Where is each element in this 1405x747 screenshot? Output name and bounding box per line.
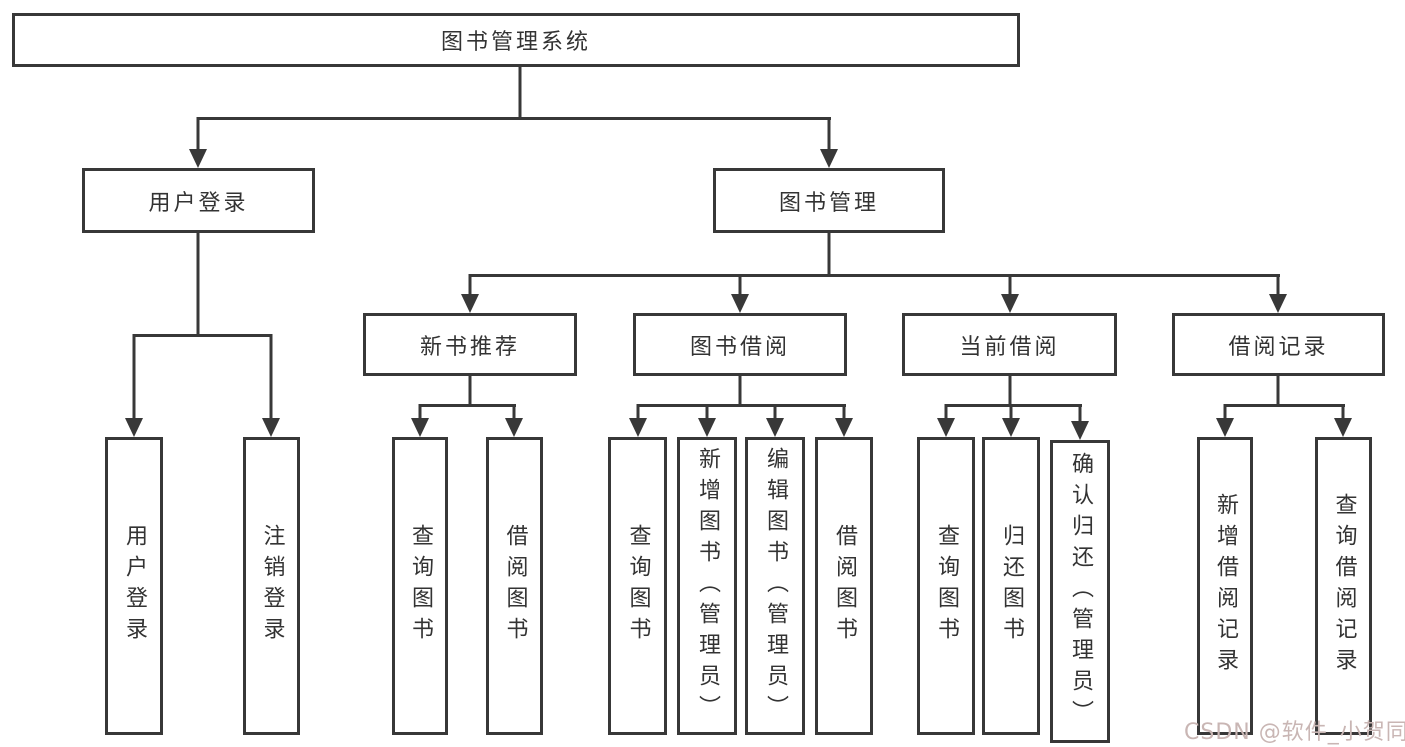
connector-line xyxy=(269,334,273,420)
connector-line xyxy=(468,375,472,406)
connector-line xyxy=(1078,404,1082,424)
arrowhead-icon xyxy=(505,418,523,437)
leaf-label: 编辑图书（管理员） xyxy=(763,446,788,726)
connector-line xyxy=(196,117,200,153)
arrowhead-icon xyxy=(125,418,143,437)
leaf-label: 查询图书 xyxy=(408,524,433,648)
connector-line xyxy=(945,404,1082,407)
arrowhead-icon xyxy=(698,418,716,437)
leaf-node-borrow-books-2: 借阅图书 xyxy=(815,437,873,735)
leaf-label: 查询图书 xyxy=(934,524,959,648)
arrowhead-icon xyxy=(835,418,853,437)
leaf-label: 查询借阅记录 xyxy=(1331,493,1357,679)
connector-line xyxy=(1341,404,1345,421)
connector-line xyxy=(827,230,831,276)
connector-line xyxy=(842,404,846,421)
connector-line xyxy=(512,404,516,421)
node-label: 新书推荐 xyxy=(419,334,520,360)
connector-line xyxy=(827,117,831,153)
node-label: 图书管理 xyxy=(778,190,879,216)
arrowhead-icon xyxy=(1334,418,1352,437)
leaf-label: 归还图书 xyxy=(999,524,1024,648)
leaf-node-add-borrow-record: 新增借阅记录 xyxy=(1197,437,1253,735)
arrowhead-icon xyxy=(937,418,955,437)
connector-line xyxy=(738,274,742,298)
node-borrow-records: 借阅记录 xyxy=(1172,313,1385,376)
node-book-borrow: 图书借阅 xyxy=(633,313,847,376)
connector-line xyxy=(773,404,777,421)
arrowhead-icon xyxy=(461,294,479,313)
connector-line xyxy=(1008,274,1012,298)
connector-line xyxy=(469,274,1280,277)
connector-line xyxy=(468,274,472,298)
connector-line xyxy=(705,404,709,421)
node-label: 当前借阅 xyxy=(959,334,1060,360)
leaf-node-user-login: 用户登录 xyxy=(105,437,163,735)
connector-line xyxy=(944,404,948,421)
leaf-label: 用户登录 xyxy=(122,524,147,648)
leaf-node-return-books: 归还图书 xyxy=(982,437,1040,735)
leaf-label: 新增借阅记录 xyxy=(1213,493,1238,679)
arrowhead-icon xyxy=(1002,418,1020,437)
leaf-label: 注销登录 xyxy=(259,524,285,648)
node-book-management: 图书管理 xyxy=(713,168,945,233)
arrowhead-icon xyxy=(1216,418,1234,437)
leaf-node-query-books-3: 查询图书 xyxy=(917,437,975,735)
connector-line xyxy=(1224,404,1345,407)
connector-line xyxy=(738,375,742,406)
leaf-label: 查询图书 xyxy=(625,524,651,648)
root-node-book-management-system: 图书管理系统 xyxy=(12,13,1020,67)
node-label: 借阅记录 xyxy=(1228,334,1329,360)
arrowhead-icon xyxy=(1269,294,1287,313)
leaf-label: 借阅图书 xyxy=(502,524,528,648)
leaf-node-query-books-2: 查询图书 xyxy=(608,437,667,735)
leaf-node-borrow-books-1: 借阅图书 xyxy=(486,437,543,735)
leaf-node-edit-books-admin: 编辑图书（管理员） xyxy=(745,437,805,735)
arrowhead-icon xyxy=(731,294,749,313)
arrowhead-icon xyxy=(262,418,280,437)
arrowhead-icon xyxy=(820,149,838,168)
leaf-node-query-books-1: 查询图书 xyxy=(392,437,448,735)
arrowhead-icon xyxy=(189,149,207,168)
leaf-label: 借阅图书 xyxy=(832,524,857,648)
connector-line xyxy=(637,404,846,407)
leaf-node-confirm-return-admin: 确认归还（管理员） xyxy=(1050,440,1110,743)
node-current-borrow: 当前借阅 xyxy=(902,313,1117,376)
leaf-label: 新增图书（管理员） xyxy=(695,446,720,726)
connector-line xyxy=(1276,274,1280,298)
node-new-book-recommend: 新书推荐 xyxy=(363,313,577,376)
leaf-label: 确认归还（管理员） xyxy=(1068,452,1093,731)
csdn-watermark: CSDN @软件_小贺同学 xyxy=(1184,720,1405,745)
connector-line xyxy=(1008,375,1012,406)
connector-line xyxy=(133,334,272,337)
leaf-node-logout: 注销登录 xyxy=(243,437,300,735)
connector-line xyxy=(1009,404,1013,421)
connector-line xyxy=(1223,404,1227,421)
node-label: 图书管理系统 xyxy=(440,30,591,55)
leaf-node-add-books-admin: 新增图书（管理员） xyxy=(677,437,737,735)
arrowhead-icon xyxy=(1001,294,1019,313)
connector-line xyxy=(196,230,200,336)
connector-line xyxy=(518,65,522,118)
arrowhead-icon xyxy=(629,418,647,437)
connector-line xyxy=(418,404,422,421)
connector-line xyxy=(132,334,136,420)
connector-line xyxy=(419,404,516,407)
arrowhead-icon xyxy=(1071,421,1089,440)
connector-line xyxy=(1276,375,1280,406)
leaf-node-query-borrow-record: 查询借阅记录 xyxy=(1315,437,1372,735)
node-label: 图书借阅 xyxy=(689,334,790,360)
node-user-login: 用户登录 xyxy=(82,168,315,233)
arrowhead-icon xyxy=(766,418,784,437)
connector-line xyxy=(197,117,831,120)
connector-line xyxy=(636,404,640,421)
arrowhead-icon xyxy=(411,418,429,437)
node-label: 用户登录 xyxy=(148,190,249,216)
